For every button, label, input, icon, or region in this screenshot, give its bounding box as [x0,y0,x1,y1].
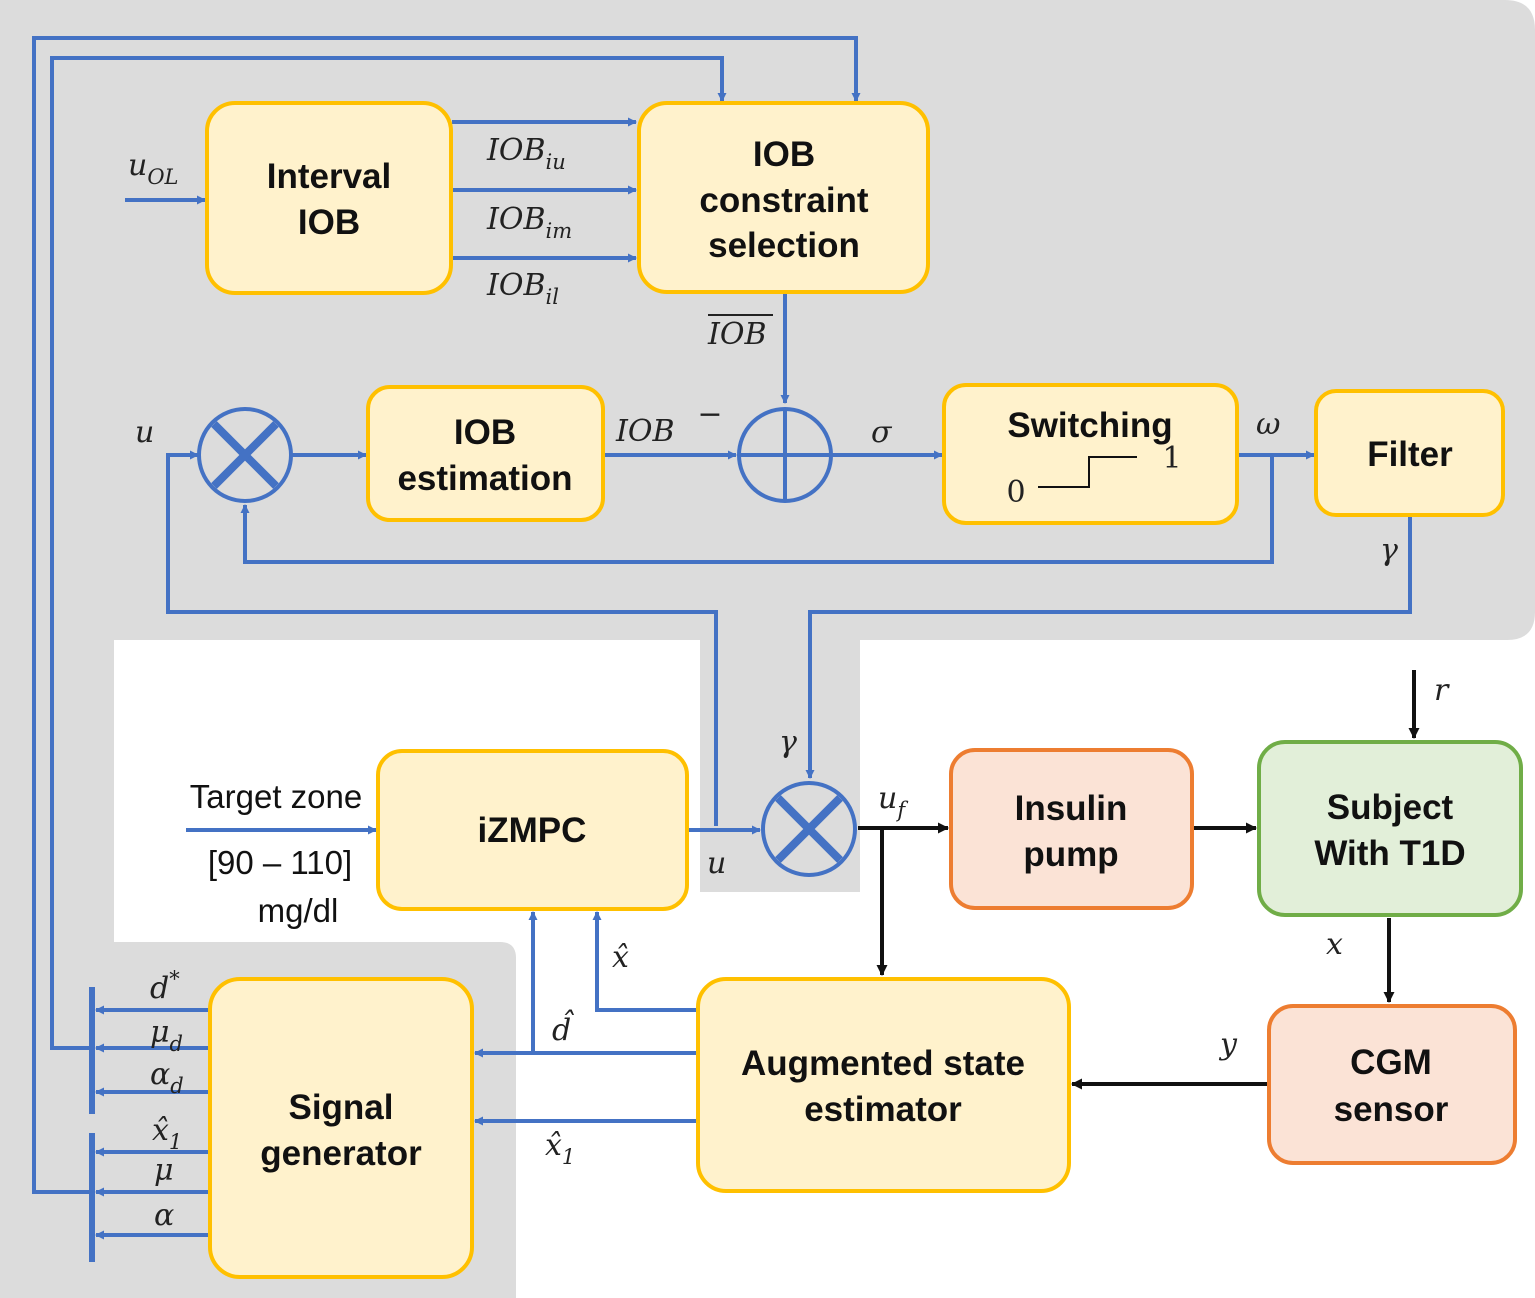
label-omega: ω [1256,407,1280,442]
label-u-f: uf [878,781,908,822]
wire-omega-feedback [240,455,1274,564]
wire-x-hat [592,911,697,1012]
label-iob-il: IOBil [486,268,559,309]
black-wires [858,670,1420,1090]
label-y: y [1218,1027,1238,1062]
iob-constraint-line3: selection [708,226,860,265]
label-iob-bar: IOB [707,317,767,352]
label-u-bottom: u [707,846,726,881]
estimator-line1: Augmented state [741,1044,1025,1083]
blue-wires [32,36,1412,1240]
filter-title: Filter [1367,435,1453,474]
iob-constraint-line2: constraint [699,181,869,220]
cgm-line1: CGM [1350,1043,1432,1082]
label-r: r [1434,673,1450,708]
insulin-pump-line1: Insulin [1015,789,1128,828]
izmpc-block[interactable]: iZMPC [376,749,689,911]
target-zone-line2: [90 – 110] [208,844,352,881]
label-x: x [1326,927,1343,962]
subject-line2: With T1D [1314,834,1465,873]
iob-estimation-line2: estimation [397,459,572,498]
iob-constraint-line1: IOB [753,135,815,174]
target-zone-line1: Target zone [190,778,362,815]
label-alpha: α [154,1198,174,1233]
estimator-block[interactable]: Augmented state estimator [696,977,1071,1193]
label-iob-minus: − [697,397,722,432]
interval-iob-line1: Interval [267,157,392,196]
multiplier-bottom-icon [761,781,857,877]
iob-constraint-block[interactable]: IOB constraint selection [637,101,930,294]
label-iob-iu: IOBiu [486,133,566,174]
label-gamma-filter: γ [1380,533,1398,568]
target-zone-line3: mg/dl [258,892,339,929]
label-x1-hat: x̂1 [545,1128,575,1169]
subject-block[interactable]: Subject With T1D [1257,740,1523,917]
subject-line1: Subject [1327,788,1454,827]
label-x1-hat-left: x̂1 [152,1113,182,1154]
estimator-line2: estimator [804,1090,962,1129]
multiplier-top-icon [197,407,293,503]
switching-low: 0 [1006,475,1025,510]
switching-title: Switching [1007,406,1172,445]
summing-junction-icon [737,407,833,503]
label-u-ol: uOL [128,148,179,189]
wire-u-top [166,450,718,826]
switching-block[interactable]: Switching 0 1 [942,383,1239,525]
iob-estimation-line1: IOB [454,413,516,452]
label-iob-im: IOBim [486,202,572,243]
label-mu-d: μd [150,1015,183,1056]
label-sigma: σ [871,415,893,450]
label-iob: IOB [615,414,675,449]
insulin-pump-block[interactable]: Insulin pump [949,748,1194,910]
label-mu: μ [154,1153,174,1188]
label-u-top: u [135,415,154,450]
switching-high: 1 [1162,441,1181,476]
cgm-line2: sensor [1334,1090,1449,1129]
signal-gen-line2: generator [260,1134,422,1173]
label-alpha-d: αd [150,1057,184,1098]
label-d-star: d* [150,967,180,1006]
wire-outer-loop-2 [50,56,727,1050]
signal-gen-line1: Signal [288,1088,393,1127]
label-x-hat: x̂ [612,940,629,975]
interval-iob-block[interactable]: Interval IOB [205,101,453,295]
izmpc-title: iZMPC [478,811,587,850]
label-d-hat: d̂ [552,1009,574,1048]
iob-estimation-block[interactable]: IOB estimation [366,385,605,522]
filter-block[interactable]: Filter [1314,389,1505,517]
signal-generator-block[interactable]: Signal generator [208,977,474,1279]
interval-iob-line2: IOB [298,203,360,242]
insulin-pump-line2: pump [1023,835,1118,874]
wire-gamma [805,516,1412,779]
cgm-sensor-block[interactable]: CGM sensor [1267,1004,1517,1165]
wire-outer-loop-1 [32,36,861,1194]
label-gamma-mult: γ [779,725,797,760]
step-function-icon [1038,456,1137,488]
